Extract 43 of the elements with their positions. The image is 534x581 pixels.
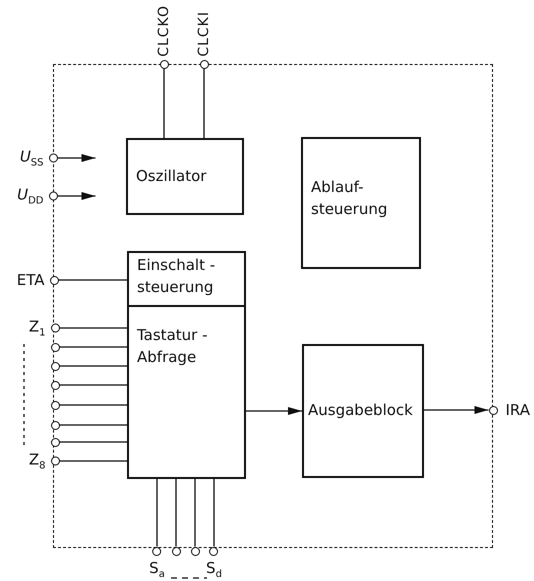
pin-terminal xyxy=(50,400,60,410)
pin-terminal xyxy=(172,546,180,556)
pin-label: S$_{d}$ xyxy=(206,558,222,580)
connection-line xyxy=(60,365,127,367)
signal-arrow xyxy=(246,407,302,415)
connection-line xyxy=(60,441,127,443)
connection-line xyxy=(163,68,165,138)
connection-line xyxy=(203,68,205,138)
pin-label: CLCKO xyxy=(156,4,172,56)
signal-arrow xyxy=(58,192,96,200)
connection-line xyxy=(194,479,196,546)
chip-outline xyxy=(53,64,493,548)
block-label: Oszillator xyxy=(136,166,208,187)
signal-arrow xyxy=(424,406,488,414)
pin-terminal xyxy=(50,380,60,390)
pin-terminal xyxy=(50,362,60,370)
pin-terminal xyxy=(50,420,60,430)
block-label: Ablauf- steuerung xyxy=(311,177,388,220)
pin-terminal xyxy=(50,342,60,352)
connection-line xyxy=(213,479,215,546)
connection-line xyxy=(60,346,127,348)
connection-line xyxy=(175,479,177,546)
connection-line xyxy=(58,279,127,281)
pin-label: S$_{a}$ xyxy=(149,558,165,580)
signal-arrow xyxy=(58,154,96,162)
block-label: Tastatur - Abfrage xyxy=(137,325,208,368)
connection-line xyxy=(60,424,127,426)
pin-label: IRA xyxy=(506,401,530,419)
pin-label: U$_{DD}$ xyxy=(17,186,44,206)
connection-line xyxy=(60,327,127,329)
connection-line xyxy=(156,479,158,546)
pin-label: ETA xyxy=(16,271,44,289)
pin-label: Z$_{1}$ xyxy=(28,318,46,338)
pin-terminal xyxy=(190,546,200,556)
pin-label: CLCKI xyxy=(196,10,212,56)
pin-label: U$_{SS}$ xyxy=(20,148,44,168)
pin-label: Z$_{8}$ xyxy=(28,450,46,472)
connection-line xyxy=(60,460,127,462)
block-label: Ausgabeblock xyxy=(308,400,414,422)
block-label: Einschalt - steuerung xyxy=(137,255,216,298)
connection-line xyxy=(60,384,127,386)
pin-terminal xyxy=(50,438,60,446)
connection-line xyxy=(60,404,127,406)
